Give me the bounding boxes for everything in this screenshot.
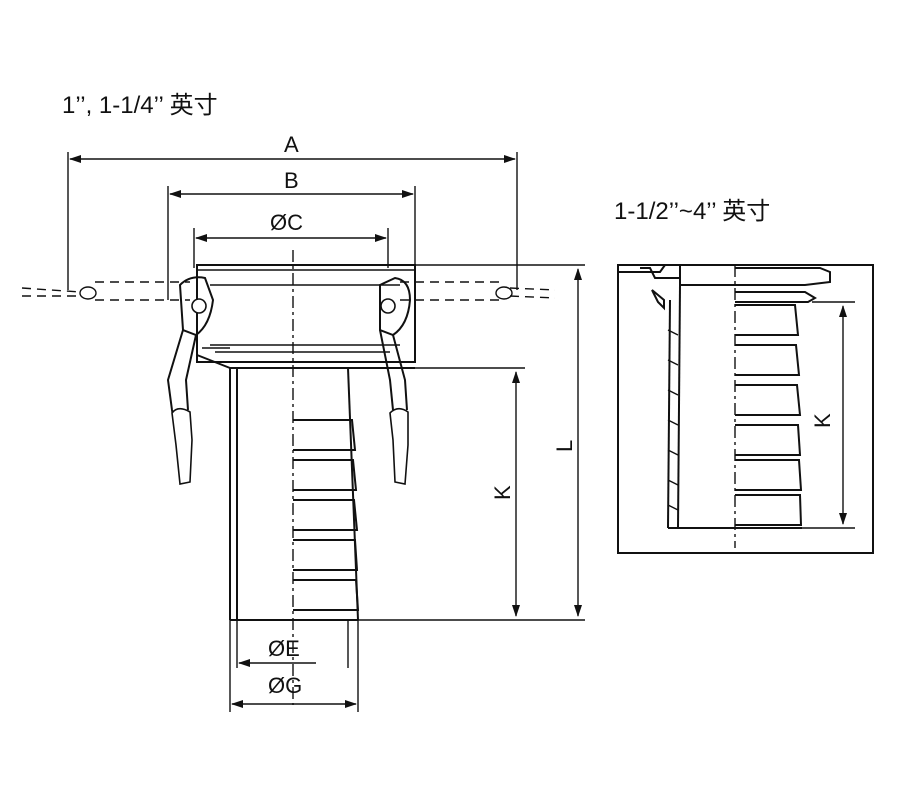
dim-label-e: ØE [268, 636, 300, 661]
dim-label-k-right: K [810, 413, 835, 428]
dim-label-k: K [490, 485, 515, 500]
title-right: 1-1/2’’~4’’ 英寸 [614, 198, 770, 225]
inset-view: K [617, 264, 874, 554]
title-left: 1’’, 1-1/4’’ 英寸 [62, 92, 218, 119]
dim-label-c: ØC [270, 210, 303, 235]
dim-label-g: ØG [268, 673, 302, 698]
main-view: A B ØC [21, 132, 585, 712]
dim-label-l: L [552, 440, 577, 452]
dim-label-a: A [284, 132, 299, 157]
dim-label-b: B [284, 168, 299, 193]
